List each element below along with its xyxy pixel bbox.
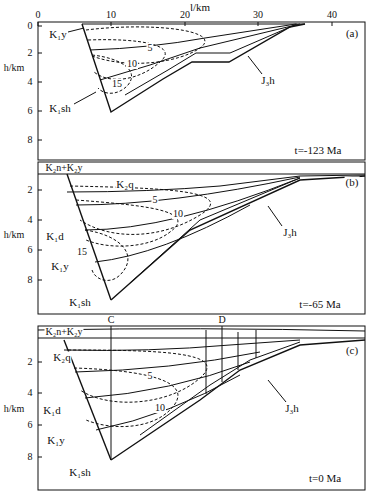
formation-label: K₁y [48,29,67,40]
formation-label: K₁y [50,261,69,272]
leader-line [268,206,282,226]
time-label: t=0 Ma [308,473,342,484]
axis-ticks [38,26,42,140]
formation-label: K₂q [52,352,71,363]
layer-boundary [38,174,365,175]
contour-line [86,27,205,63]
basin-outline [111,176,365,300]
panel-frame [38,162,365,314]
axis-number: 30 [252,10,264,20]
contour-line [74,368,178,427]
formation-label: K₂n+K₂y [44,163,83,173]
contour-lines [86,27,205,93]
contour-line [70,186,211,234]
contour-value: 5 [152,195,159,205]
section-label: C [107,315,116,325]
axis-number: 10 [105,10,117,20]
leader-line [268,380,286,402]
formation-label: J₃h [284,403,300,414]
axis-number: 8 [27,452,34,462]
section-line [111,326,112,460]
axis-number: 6 [27,245,34,255]
contour-value: 5 [147,371,154,381]
contour-value: 10 [172,209,184,219]
layer-boundary [38,338,365,339]
axis-number: 6 [27,420,34,430]
formation-label: K₁sh [68,467,92,478]
contour-line [88,40,165,80]
axis-number: 40 [326,10,338,20]
layer-boundary [64,340,300,350]
layer-boundary [75,352,260,372]
axis-number: 2 [27,185,34,195]
formation-label: K₂q [115,179,134,190]
time-label: t=-65 Ma [298,299,341,310]
layer-boundary [125,24,297,95]
panel-a-strata [68,24,305,112]
formation-label: K₁d [45,231,64,242]
leader-line [68,28,262,104]
time-label: t=-123 Ma [294,145,343,156]
panel-b-strata [38,174,365,300]
panel-letter: (b) [345,177,360,188]
section-label: D [217,315,226,325]
contour-value: 15 [111,79,123,89]
frames [38,22,365,490]
axis-number: 0 [27,21,34,31]
axis-number: 2 [27,357,34,367]
axis-title: h/km [3,404,26,414]
axis-number: 20 [179,10,191,20]
panel-c-strata [38,326,365,460]
axis-number: 6 [27,106,34,116]
axis-number: 2 [27,48,34,58]
section-line [206,326,256,394]
formation-label: K₁d [42,405,61,416]
axis-ticks [38,190,42,280]
layer-boundary [85,362,250,398]
layer-boundary [130,178,300,283]
panel-frame [38,326,365,490]
layer-boundary [67,175,365,192]
contour-value: 10 [154,403,166,413]
contour-lines [70,186,211,280]
contour-value: 5 [147,43,154,53]
layer-boundary [140,342,300,435]
formation-label: K₁sh [68,297,92,308]
axis-number: 8 [27,135,34,145]
axis-number: 4 [27,77,34,87]
contour-value: 10 [126,59,138,69]
fault-line [67,174,111,300]
axis-title: l/km [189,2,211,13]
contour-line [85,230,128,280]
panel-frame [38,22,365,160]
axis-number: 0 [35,10,42,20]
formation-label: K₁sh [48,103,72,114]
contour-line [76,200,178,246]
layer-boundary [38,329,365,331]
layer-boundary [90,24,296,50]
formation-label: K₂n+K₂y [44,327,83,337]
contour-value: 15 [76,247,88,257]
axis-number: 8 [27,275,34,285]
panel-letter: (c) [345,345,359,356]
axis-number: 4 [27,388,34,398]
axis-number: 4 [27,215,34,225]
contour-line [68,350,207,402]
formation-label: J₃h [260,75,276,86]
contour-lines [68,350,207,427]
formation-label: J₃h [282,227,298,238]
panel-letter: (a) [345,28,359,39]
axis-title: h/km [3,230,26,240]
axis-title: h/km [3,63,26,73]
surface-line [82,24,305,25]
formation-label: K₁y [46,435,65,446]
basin-outline [82,24,305,112]
